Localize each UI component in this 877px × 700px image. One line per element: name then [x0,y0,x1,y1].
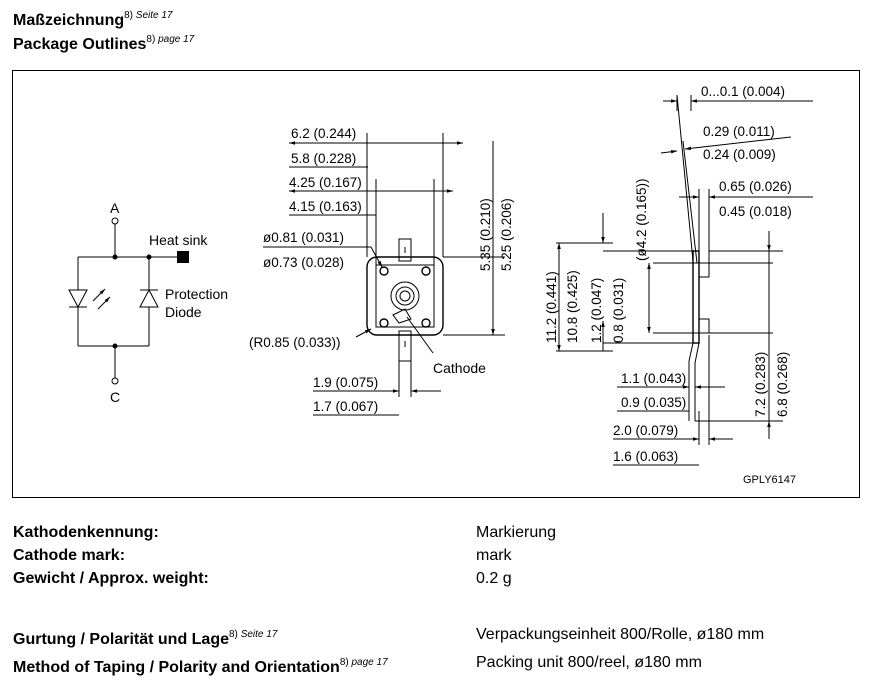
dim-0-9: 0.9 (0.035) [621,395,686,410]
cathode-mark-icon [392,308,412,324]
title-en-footnote: 8) page 17 [146,34,194,45]
dim-1-6: 1.6 (0.063) [613,449,678,464]
dim-2-0: 2.0 (0.079) [613,423,678,438]
dim-0-29: 0.29 (0.011) [703,124,775,139]
dim-1-2: 1.2 (0.047) [589,278,604,343]
drawing-code: GPLY6147 [743,474,796,486]
front-cathode-label: Cathode [433,360,486,376]
title-de: Maßzeichnung8) Seite 17 [13,7,173,30]
dim-0-65: 0.65 (0.026) [719,179,792,194]
dim-0-24: 0.24 (0.009) [703,147,776,162]
dim-phi-4-2: (ø4.2 (0.165)) [634,178,649,261]
taping-en-ref: 8) [339,657,349,668]
spec-label-1: Cathode mark: [13,547,126,564]
dim-d0-73: ø0.73 (0.028) [263,255,344,270]
dim-4-15: 4.15 (0.163) [289,199,362,214]
spec-label-2: Gewicht / Approx. weight: [13,570,209,587]
dim-6-2: 6.2 (0.244) [291,126,356,141]
title-de-ref: 8) [124,10,134,21]
heat-sink-pad [177,251,189,263]
spec-value-2: 0.2 g [476,570,512,587]
spec-value-1: mark [476,547,512,564]
spec-label-0: Kathodenkennung: [13,524,159,541]
dim-6-8: 6.8 (0.268) [775,352,790,417]
dim-r0-85: (R0.85 (0.033)) [249,335,341,350]
side-body [692,250,700,344]
dim-0-0-1: 0...0.1 (0.004) [701,84,785,99]
dim-10-8: 10.8 (0.425) [565,270,580,343]
spec-value-0: Markierung [476,524,557,541]
title-de-footnote: 8) Seite 17 [124,10,172,21]
taping-en-page: page 17 [351,657,388,668]
protection-label: Protection [165,286,228,302]
dim-d0-81: ø0.81 (0.031) [263,230,344,245]
taping-label-de: Gurtung / Polarität und Lage8) Seite 17 [13,626,277,649]
cathode-terminal [111,377,119,385]
lens-outer [390,281,420,311]
taping-de-ref: 8) [229,629,238,640]
dim-1-9: 1.9 (0.075) [313,375,378,390]
heat-sink-label: Heat sink [149,232,208,248]
diode-label: Diode [165,304,202,320]
taping-de-footnote: 8) Seite 17 [229,629,277,640]
side-view: 0...0.1 (0.004) 0.29 (0.011) 0.24 (0.009… [544,84,813,466]
title-en: Package Outlines8) page 17 [13,31,194,54]
circuit-symbol: A Heat sink Protection Diode C [68,200,228,405]
package-outline-figure: A Heat sink Protection Diode C [12,70,860,498]
dim-11-2: 11.2 (0.441) [544,271,559,343]
package-body [366,256,444,336]
dim-7-2: 7.2 (0.283) [753,352,768,417]
dim-0-45: 0.45 (0.018) [719,204,792,219]
taping-value-de: Verpackungseinheit 800/Rolle, ø180 mm [476,626,765,643]
taping-label-en: Method of Taping / Polarity and Orientat… [13,654,388,677]
taping-label-en-text: Method of Taping / Polarity and Orientat… [13,659,340,676]
dim-5-25: 5.25 (0.206) [499,198,514,271]
title-de-text: Maßzeichnung [13,12,125,29]
protection-diode-symbol [139,288,159,308]
dim-5-35: 5.35 (0.210) [478,198,493,271]
front-view: 6.2 (0.244) 5.8 (0.228) 4.25 (0.167) 4.1… [249,126,514,416]
title-de-ref-page: Seite 17 [135,10,173,21]
anode-label: A [110,200,120,216]
dim-1-7: 1.7 (0.067) [313,399,378,414]
taping-en-footnote: 8) page 17 [340,657,388,668]
taping-de-page: Seite 17 [240,629,278,640]
dim-1-1: 1.1 (0.043) [621,371,686,386]
title-en-ref: 8) [146,34,156,45]
dim-0-8: 0.8 (0.031) [611,278,626,343]
led-symbol [68,289,88,309]
dim-4-25: 4.25 (0.167) [289,175,362,190]
title-en-text: Package Outlines [13,36,147,53]
package-drawing: A Heat sink Protection Diode C [68,84,813,486]
taping-label-de-text: Gurtung / Polarität und Lage [13,631,229,648]
cathode-label: C [110,389,120,405]
title-en-ref-page: page 17 [158,34,195,45]
taping-value-en: Packing unit 800/reel, ø180 mm [476,654,702,671]
dim-5-8: 5.8 (0.228) [291,151,356,166]
anode-terminal [111,217,119,225]
